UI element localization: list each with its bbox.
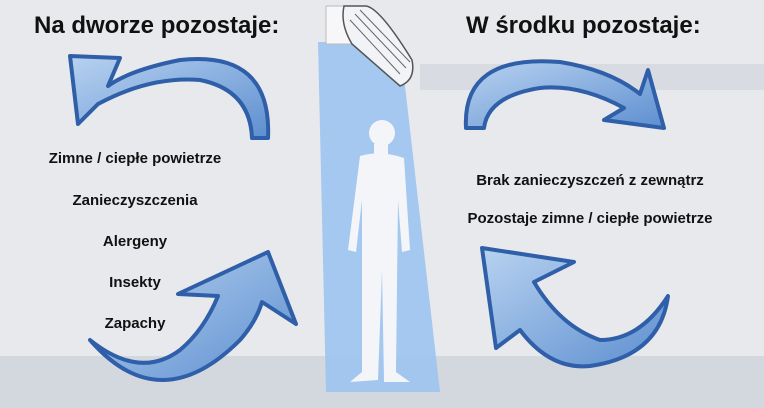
- outside-item: Zanieczyszczenia: [72, 192, 198, 209]
- arrow-outward-bottom-right-icon: [480, 246, 670, 369]
- outside-item: Zimne / ciepłe powietrze: [48, 150, 222, 167]
- inside-heading: W środku pozostaje:: [466, 12, 701, 39]
- arrow-inward-top-right-icon: [463, 59, 666, 130]
- inside-item: Brak zanieczyszczeń z zewnątrz: [476, 172, 704, 189]
- outside-item: Zapachy: [104, 315, 166, 332]
- arrow-outward-top-left-icon: [68, 54, 271, 140]
- arrow-inward-bottom-left-icon: [88, 250, 298, 382]
- person-silhouette-icon: [348, 120, 410, 382]
- inside-item: Pozostaje zimne / ciepłe powietrze: [467, 210, 713, 227]
- outside-item: Insekty: [109, 274, 161, 291]
- air-curtain-unit-icon: [325, 5, 414, 87]
- outside-heading: Na dworze pozostaje:: [34, 12, 280, 39]
- outside-item: Alergeny: [102, 233, 168, 250]
